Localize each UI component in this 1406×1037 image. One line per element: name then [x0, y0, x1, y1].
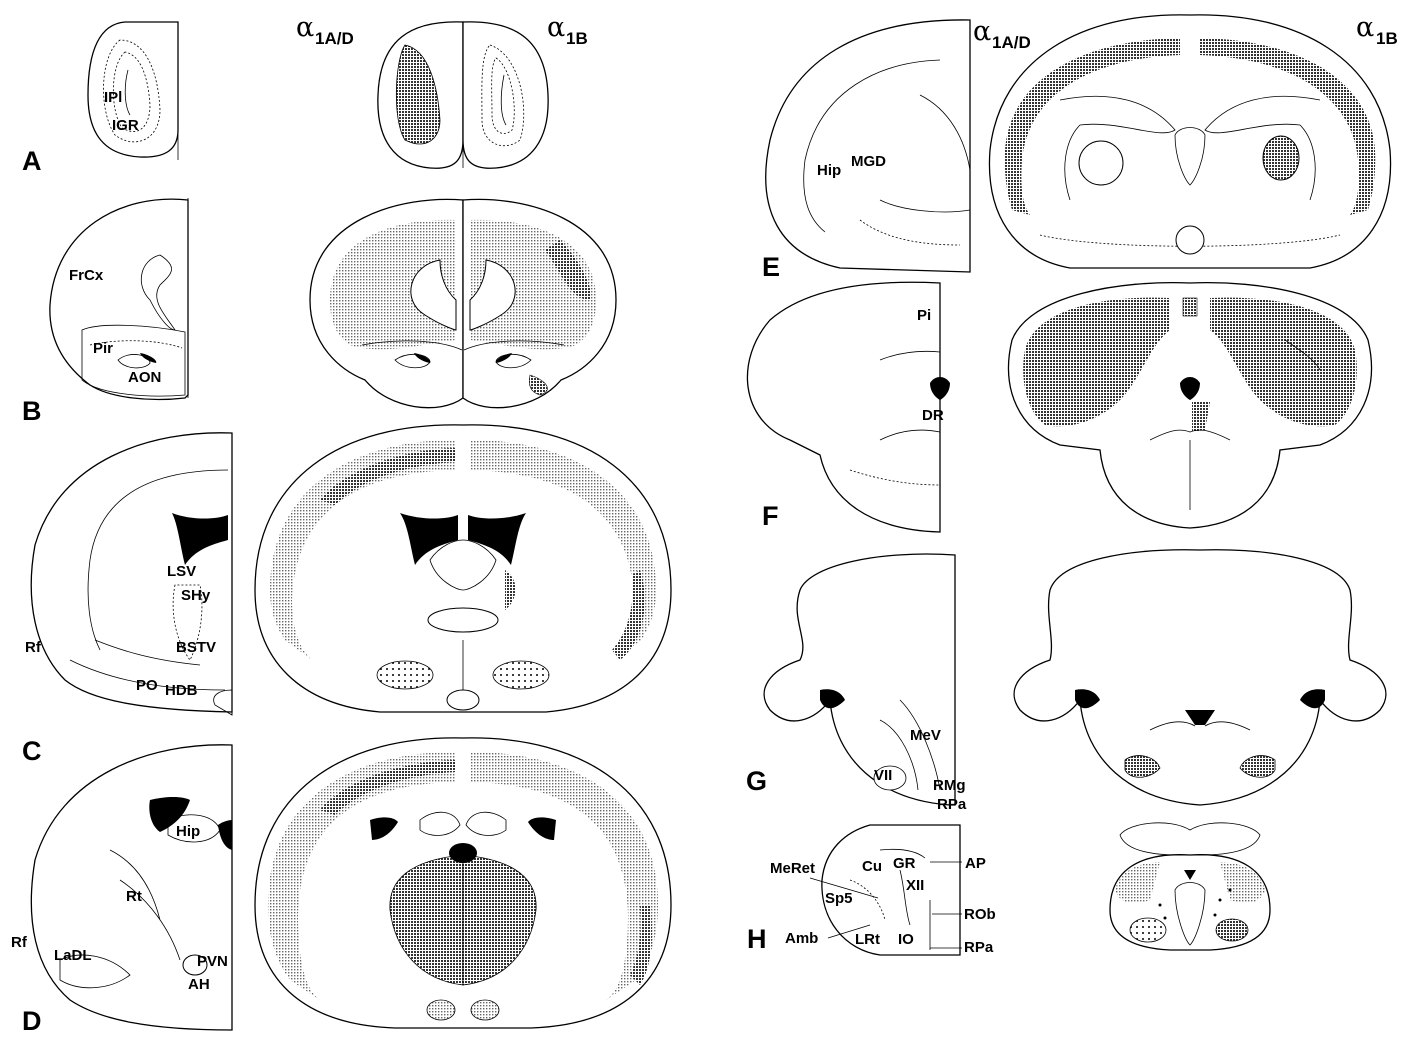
- header-right-a1b-alpha: α: [1356, 12, 1374, 43]
- label-ah: AH: [188, 976, 210, 993]
- panel-h: MeRet Cu GR AP Sp5 XII ROb Amb LRt IO RP…: [747, 823, 1270, 956]
- header-right-a1ad: α 1A/D: [973, 16, 1031, 52]
- label-aon: AON: [128, 369, 161, 386]
- label-pi: Pi: [917, 307, 931, 324]
- label-bstv: BSTV: [176, 639, 216, 656]
- header-left-a1b-alpha: α: [547, 12, 565, 43]
- panel-a: IPl IGR A: [22, 22, 548, 176]
- label-amb: Amb: [785, 930, 818, 947]
- label-hip-e: Hip: [817, 162, 841, 179]
- panel-c: LSV SHy Rf BSTV PO HDB C: [22, 425, 671, 766]
- label-rpa-g: RPa: [937, 796, 967, 813]
- panel-letter-g: G: [746, 766, 767, 796]
- label-cu: Cu: [862, 858, 882, 875]
- header-left-a1b: α 1B: [547, 12, 588, 48]
- label-ipl: IPl: [104, 89, 122, 106]
- label-rt: Rt: [126, 888, 142, 905]
- label-xii: XII: [906, 877, 924, 894]
- panel-a-reference-outline: [88, 22, 178, 157]
- label-rpa-h: RPa: [964, 939, 994, 956]
- panel-letter-a: A: [22, 146, 42, 176]
- label-gr: GR: [893, 855, 916, 872]
- panel-letter-b: B: [22, 396, 42, 426]
- panel-f-reference-outline: [747, 282, 940, 532]
- header-right-a1b-sub: 1B: [1376, 29, 1398, 48]
- header-right-a1b: α 1B: [1356, 12, 1398, 48]
- label-pir: Pir: [93, 340, 113, 357]
- panel-d: Hip Rt Rf LaDL PVN AH D: [11, 738, 671, 1036]
- header-right-a1ad-alpha: α: [973, 16, 991, 47]
- panel-f: Pi DR F: [747, 282, 1371, 532]
- label-rf-c: Rf: [25, 639, 42, 656]
- label-ap: AP: [965, 855, 986, 872]
- label-po: PO: [136, 677, 158, 694]
- panel-letter-c: C: [22, 736, 42, 766]
- header-left-a1ad: α 1A/D: [296, 12, 354, 48]
- label-mev: MeV: [910, 727, 941, 744]
- label-ladl: LaDL: [54, 947, 92, 964]
- panel-g-expression-section: [1014, 550, 1386, 805]
- panel-a-a1b-section: [463, 22, 548, 168]
- label-vii: VII: [874, 767, 892, 784]
- label-mgd: MGD: [851, 153, 886, 170]
- label-frcx: FrCx: [69, 267, 104, 284]
- label-lsv: LSV: [167, 563, 196, 580]
- label-rf-d: Rf: [11, 934, 28, 951]
- panel-letter-f: F: [762, 501, 779, 531]
- panel-b-reference-outline: [50, 199, 188, 399]
- panel-c-reference-outline: [31, 433, 232, 712]
- label-sp5: Sp5: [825, 890, 853, 907]
- panel-letter-h: H: [747, 924, 767, 954]
- label-pvn: PVN: [197, 953, 228, 970]
- header-left-a1ad-sub: 1A/D: [315, 29, 354, 48]
- header-right-a1ad-sub: 1A/D: [992, 33, 1031, 52]
- panel-g-reference-outline: [764, 554, 955, 805]
- label-dr: DR: [922, 407, 944, 424]
- header-left-a1b-sub: 1B: [566, 29, 588, 48]
- panel-e-reference-outline: [766, 20, 970, 272]
- label-hip-d: Hip: [176, 823, 200, 840]
- label-io: IO: [898, 931, 914, 948]
- label-hdb: HDB: [165, 682, 198, 699]
- label-shy: SHy: [181, 587, 211, 604]
- label-igr: IGR: [112, 117, 139, 134]
- label-rob: ROb: [964, 906, 996, 923]
- panel-letter-e: E: [762, 252, 780, 282]
- header-left-a1ad-alpha: α: [296, 12, 314, 43]
- panel-b: Pir FrCx AON B: [22, 198, 616, 426]
- panel-letter-d: D: [22, 1006, 42, 1036]
- panel-e: Hip MGD E: [762, 15, 1391, 282]
- panel-g: MeV VII RMg RPa G: [746, 550, 1386, 813]
- label-meret: MeRet: [770, 860, 815, 877]
- label-rmg: RMg: [933, 777, 966, 794]
- label-lrt: LRt: [855, 931, 880, 948]
